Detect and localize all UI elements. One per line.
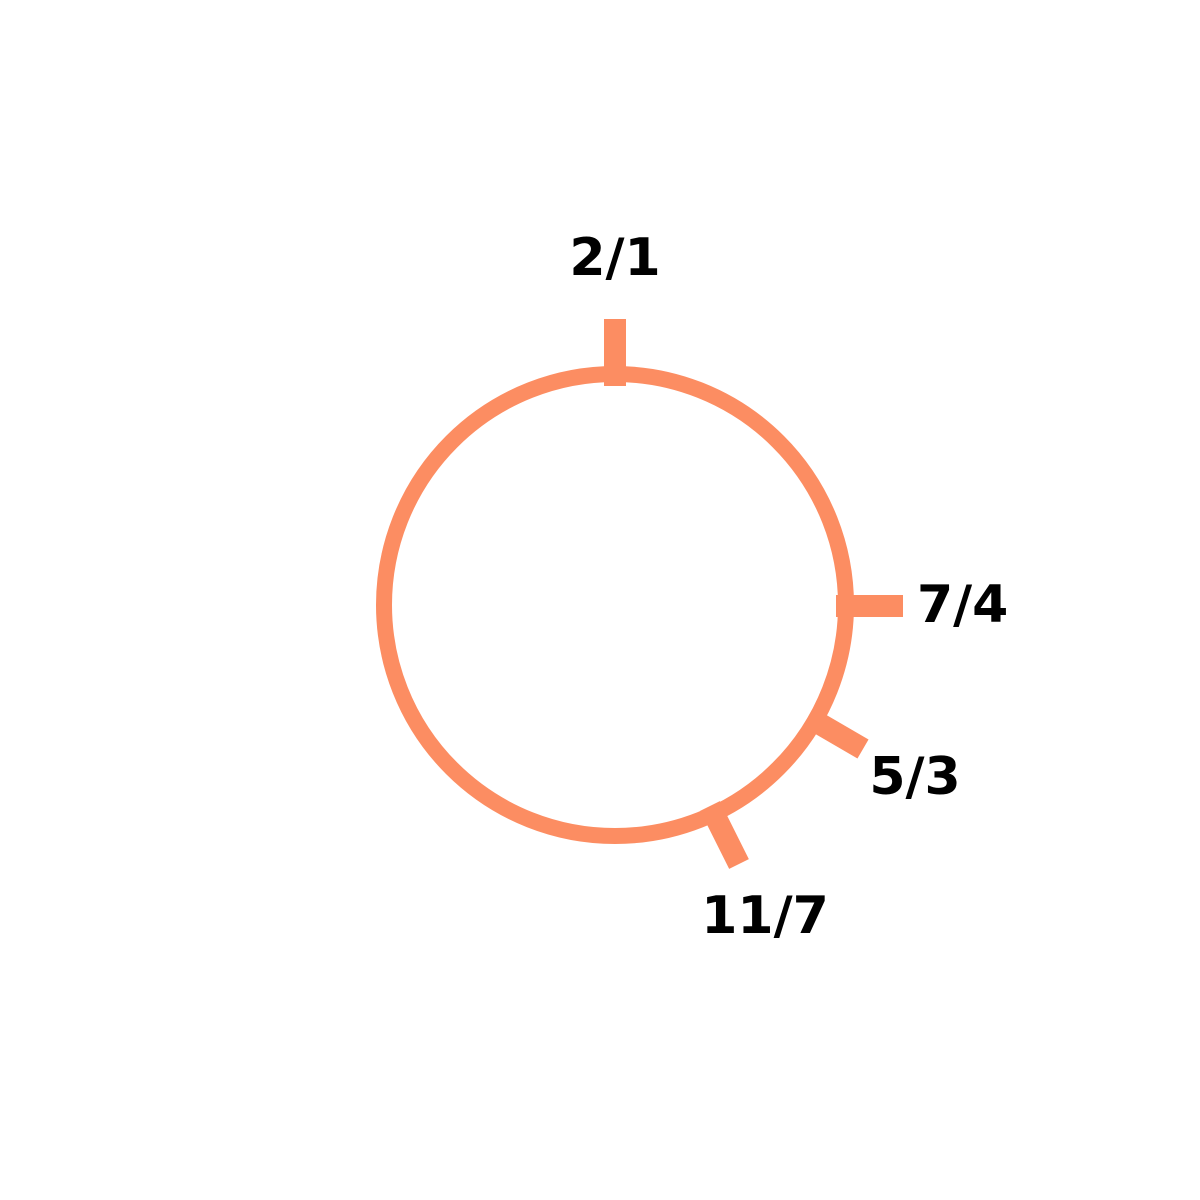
tick-label-7-4: 7/4 <box>917 575 1008 635</box>
tick-mark-5-3 <box>802 707 869 759</box>
ratio-circle <box>376 366 854 844</box>
tick-label-5-3: 5/3 <box>869 747 960 807</box>
tick-mark-11-7 <box>700 801 749 869</box>
tick-label-2-1: 2/1 <box>569 228 660 288</box>
tick-label-11-7: 11/7 <box>701 886 829 946</box>
